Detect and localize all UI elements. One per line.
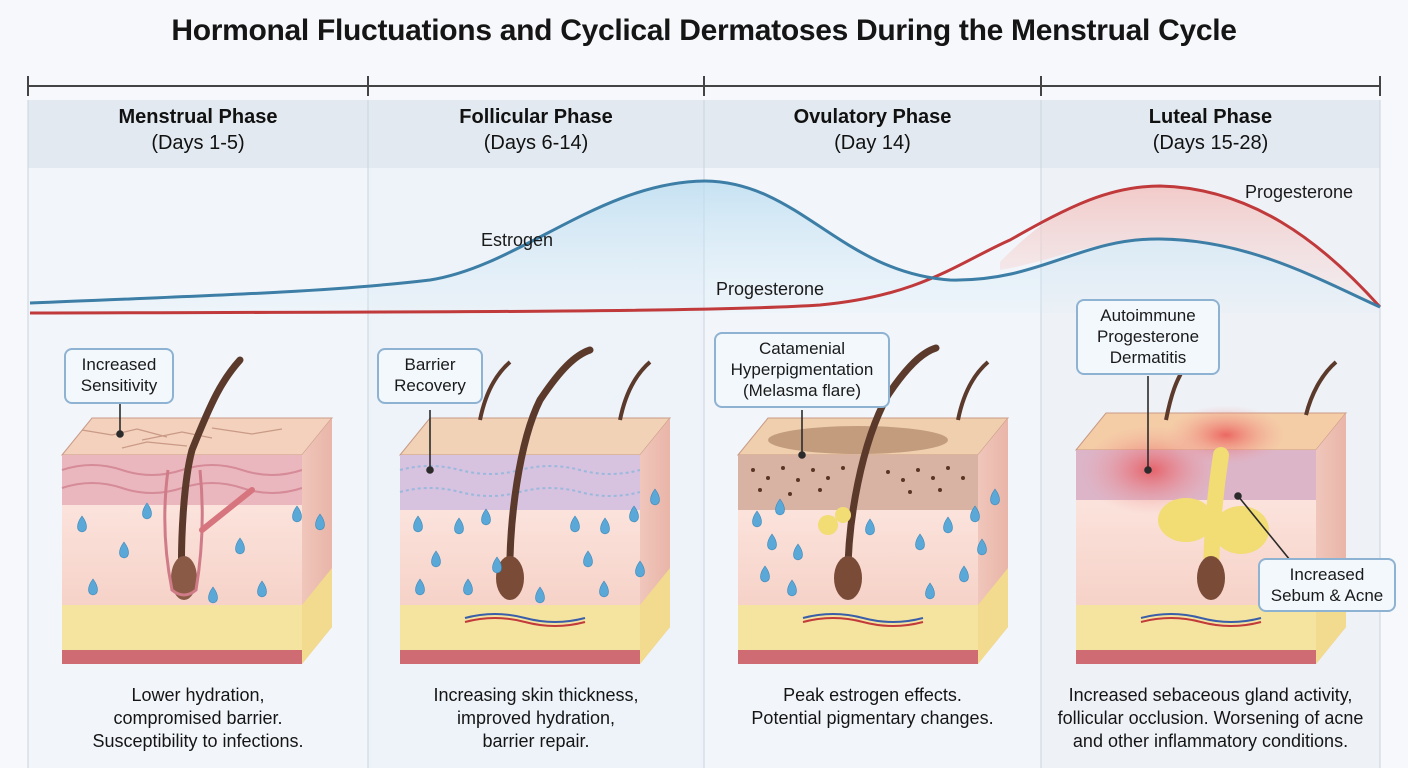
callout-line: Sensitivity — [80, 376, 158, 395]
estrogen-area — [30, 181, 1380, 313]
caption-line: barrier repair. — [482, 731, 590, 751]
phase-days: (Day 14) — [834, 132, 911, 154]
water-droplet-icon — [583, 550, 593, 568]
estrogen-line — [29, 179, 1381, 309]
caption-ovulatory: Peak estrogen effects. Potential pigment… — [704, 684, 1041, 730]
progesterone-area — [1000, 186, 1380, 307]
callout-line: Progesterone — [1096, 327, 1200, 346]
water-droplet-icon — [88, 578, 98, 596]
hormone-curves — [29, 179, 1382, 315]
callout-increased-sebum-acne: Increased Sebum & Acne — [1258, 558, 1396, 612]
water-droplet-icon — [775, 498, 785, 516]
diagram-title: Hormonal Fluctuations and Cyclical Derma… — [171, 14, 1237, 47]
water-droplet-icon — [990, 488, 1000, 506]
water-droplet-icon — [970, 505, 980, 523]
water-droplet-icon — [454, 517, 464, 535]
water-droplet-icon — [463, 578, 473, 596]
water-droplet-icon — [208, 586, 218, 604]
water-droplet-icon — [492, 556, 502, 574]
water-droplet-icon — [943, 516, 953, 534]
water-droplet-icon — [257, 580, 267, 598]
caption-line: follicular occlusion. Worsening of acne — [1057, 708, 1364, 728]
water-droplet-icon — [142, 502, 152, 520]
callout-line: Dermatitis — [1109, 348, 1187, 367]
water-droplet-icon — [119, 541, 129, 559]
phase-header-luteal: Luteal Phase (Days 15-28) — [1041, 104, 1380, 156]
caption-follicular: Increasing skin thickness, improved hydr… — [368, 684, 704, 753]
water-droplet-icon — [650, 488, 660, 506]
water-droplet-icon — [235, 537, 245, 555]
callout-leaders — [116, 376, 1291, 561]
phase-header-follicular: Follicular Phase (Days 6-14) — [368, 104, 704, 156]
caption-line: Potential pigmentary changes. — [751, 708, 994, 728]
water-droplet-icon — [535, 586, 545, 604]
water-droplet-icon — [599, 580, 609, 598]
caption-line: improved hydration, — [456, 708, 616, 728]
water-droplet-icon — [977, 538, 987, 556]
caption-line: Lower hydration, — [131, 685, 265, 705]
callout-line: Autoimmune — [1100, 306, 1196, 325]
water-droplet-icon — [431, 550, 441, 568]
caption-line: Peak estrogen effects. — [783, 685, 962, 705]
water-droplet-icon — [865, 518, 875, 536]
water-droplet-icon — [292, 505, 302, 523]
water-droplet-icon — [915, 533, 925, 551]
water-droplet-icon — [570, 515, 580, 533]
caption-line: Increasing skin thickness, — [433, 685, 639, 705]
water-droplet-icon — [793, 543, 803, 561]
phase-header-ovulatory: Ovulatory Phase (Day 14) — [704, 104, 1041, 156]
callout-autoimmune-progesterone-dermatitis: Autoimmune Progesterone Dermatitis — [1076, 299, 1220, 375]
skin-block-ovulatory — [736, 344, 1010, 664]
caption-line: Increased sebaceous gland activity, — [1068, 685, 1353, 705]
phase-name: Ovulatory Phase — [793, 106, 952, 128]
hydration-droplets — [77, 488, 1000, 604]
water-droplet-icon — [77, 515, 87, 533]
water-droplet-icon — [767, 533, 777, 551]
callout-line: Increased — [81, 355, 157, 374]
caption-line: Susceptibility to infections. — [92, 731, 304, 751]
progesterone-line — [29, 184, 1382, 315]
callout-line: Recovery — [394, 376, 466, 395]
callout-line: Sebum & Acne — [1270, 586, 1384, 605]
caption-line: and other inflammatory conditions. — [1072, 731, 1349, 751]
phase-name: Luteal Phase — [1148, 106, 1273, 128]
callout-increased-sensitivity: Increased Sensitivity — [64, 348, 174, 404]
water-droplet-icon — [959, 565, 969, 583]
water-droplet-icon — [629, 505, 639, 523]
phase-days: (Days 6-14) — [483, 132, 589, 154]
water-droplet-icon — [481, 508, 491, 526]
phase-name: Menstrual Phase — [118, 106, 278, 128]
callout-barrier-recovery: Barrier Recovery — [377, 348, 483, 404]
caption-line: compromised barrier. — [113, 708, 283, 728]
phase-name: Follicular Phase — [459, 106, 613, 128]
phase-header-menstrual: Menstrual Phase (Days 1-5) — [28, 104, 368, 156]
skin-block-luteal — [1074, 360, 1348, 664]
callout-line: Catamenial — [759, 339, 845, 358]
progesterone-label-mid: Progesterone — [716, 279, 825, 299]
water-droplet-icon — [415, 578, 425, 596]
water-droplet-icon — [635, 560, 645, 578]
callout-line: (Melasma flare) — [742, 381, 862, 400]
water-droplet-icon — [787, 579, 797, 597]
estrogen-label: Estrogen — [481, 230, 554, 250]
water-droplet-icon — [413, 515, 423, 533]
caption-luteal: Increased sebaceous gland activity, foll… — [1041, 684, 1380, 753]
callout-catamenial-hyperpigmentation: Catamenial Hyperpigmentation (Melasma fl… — [714, 332, 890, 408]
callout-line: Increased — [1289, 565, 1365, 584]
water-droplet-icon — [760, 565, 770, 583]
water-droplet-icon — [600, 517, 610, 535]
callout-line: Barrier — [404, 355, 456, 374]
phase-days: (Days 1-5) — [151, 132, 245, 154]
progesterone-label-right: Progesterone — [1245, 182, 1354, 202]
callout-line: Hyperpigmentation — [730, 360, 874, 379]
water-droplet-icon — [925, 582, 935, 600]
timeline-ruler — [27, 76, 1381, 96]
water-droplet-icon — [315, 513, 325, 531]
caption-menstrual: Lower hydration, compromised barrier. Su… — [28, 684, 368, 753]
water-droplet-icon — [752, 510, 762, 528]
phase-days: (Days 15-28) — [1152, 132, 1269, 154]
